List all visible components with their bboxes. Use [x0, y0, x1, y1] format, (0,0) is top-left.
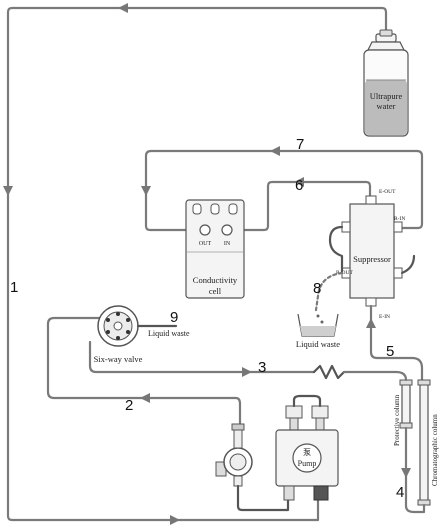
protective-column-label: Protective column — [393, 394, 401, 446]
conductivity-label-line2: cell — [209, 286, 222, 296]
six-way-valve-label: Six-way valve — [94, 354, 143, 364]
tube-line-8 — [314, 271, 344, 312]
suppressor-port-r-out: R-OUT — [336, 270, 353, 276]
arrow-line-4 — [401, 468, 411, 478]
pump-inlet-fitting — [215, 423, 253, 487]
bottle-label-line1: Ultrapure — [370, 91, 403, 101]
suppressor-label: Suppressor — [353, 254, 391, 264]
pump-inlet-tube — [236, 484, 290, 512]
arrow-line-5 — [366, 318, 376, 328]
label-number-5: 5 — [386, 343, 394, 360]
protective-column: Protective column — [393, 379, 413, 446]
suppressor-port-e-in: E-IN — [379, 314, 390, 320]
label-number-9: 9 — [170, 309, 178, 326]
suppressor-port-e-out: E-OUT — [379, 189, 396, 195]
tube-line-3b — [342, 370, 408, 382]
tube-line-3 — [88, 340, 316, 374]
resistor-coil — [312, 364, 346, 380]
label-number-4: 4 — [396, 484, 404, 501]
conductivity-cell: OUT IN Conductivity cell — [185, 199, 245, 299]
arrow-left-down — [3, 186, 13, 196]
tube-line-5 — [369, 304, 424, 384]
tube-line-6 — [234, 180, 372, 232]
column-connector — [404, 426, 426, 514]
suppressor: E-OUT R-IN R-OUT E-IN Suppressor — [336, 189, 405, 320]
arrow-top — [118, 3, 128, 13]
arrow-line-6 — [294, 177, 304, 187]
valve-sample-loop — [46, 316, 242, 426]
arrow-line-7-down — [141, 186, 151, 196]
liquid-waste-bottom-label: Liquid waste — [296, 339, 340, 349]
pump-top-link — [292, 394, 322, 408]
ultrapure-water-bottle: Ultrapure water — [363, 29, 409, 137]
pump-body: 泵 Pump — [275, 405, 339, 501]
liquid-waste-beaker: Liquid waste — [296, 313, 340, 349]
tube-line-1 — [6, 6, 388, 522]
arrow-line-2 — [140, 393, 150, 403]
chromatographic-column: Chromatographic column — [417, 379, 439, 506]
pump-label: Pump — [298, 459, 317, 468]
arrow-line-7 — [270, 146, 280, 156]
bottle-label-line2: water — [377, 101, 396, 111]
liquid-waste-top-label: Liquid waste — [148, 329, 190, 338]
suppressor-left-loop — [328, 225, 344, 275]
label-number-6: 6 — [295, 177, 303, 194]
chromatographic-column-label: Chromatographic column — [431, 414, 439, 486]
label-number-1: 1 — [10, 279, 18, 296]
conductivity-label-line1: Conductivity — [193, 275, 238, 285]
arrow-bottom — [170, 515, 180, 525]
conductivity-port-out: OUT — [199, 241, 212, 247]
conductivity-port-in: IN — [224, 241, 231, 247]
tube-line-7 — [144, 149, 424, 232]
label-number-3: 3 — [258, 359, 266, 376]
six-way-valve: Six-way valve — [94, 305, 143, 364]
label-number-7: 7 — [296, 136, 304, 153]
arrow-line-3 — [242, 367, 252, 377]
suppressor-port-r-in: R-IN — [394, 216, 405, 222]
suppressor-right-loop — [400, 254, 416, 275]
label-number-2: 2 — [125, 397, 133, 414]
label-number-8: 8 — [313, 280, 321, 297]
pump-char: 泵 — [303, 448, 311, 457]
